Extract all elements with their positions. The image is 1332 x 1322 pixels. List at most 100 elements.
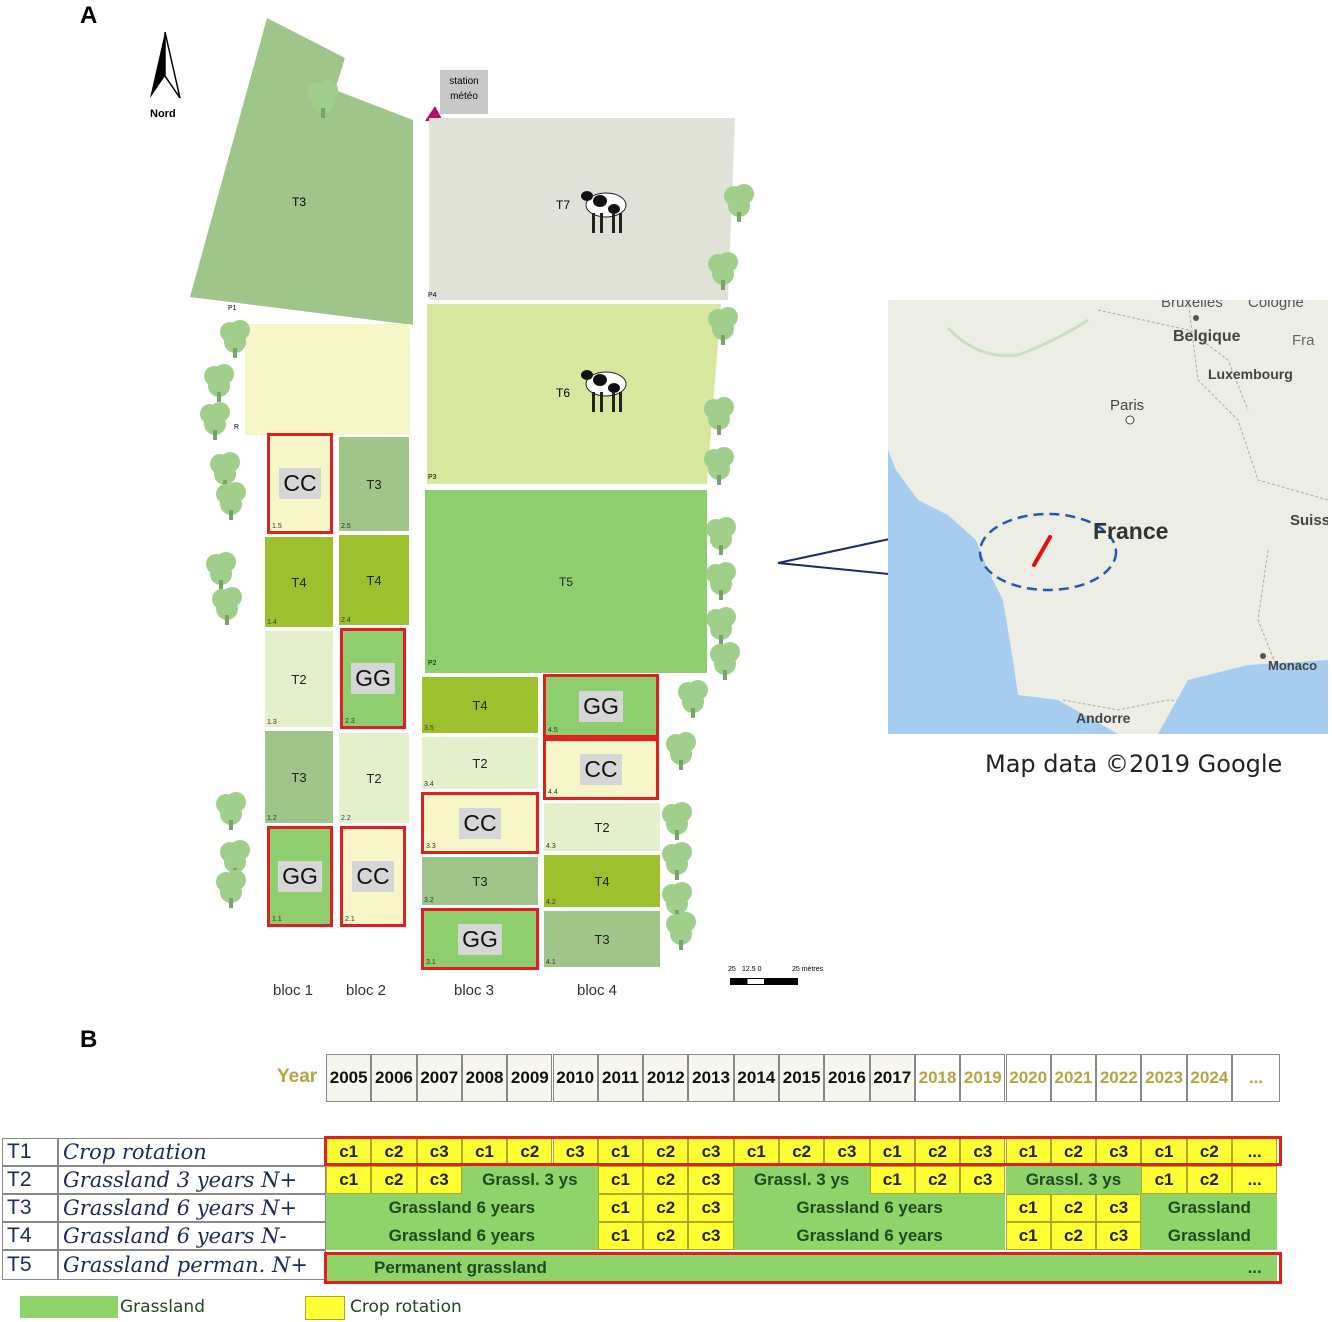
plot-number: 1.4 [267,619,277,626]
map-credit: Map data ©2019 Google [985,750,1283,778]
t1-cell: c3 [960,1138,1006,1166]
year-cell: 2011 [597,1054,644,1102]
t4-cell: c2 [643,1222,689,1250]
t2-cell: c1 [1141,1166,1187,1194]
plot-label: T3 [594,931,610,947]
tree-icon [702,395,736,442]
scale-left-label: 25 [728,966,736,973]
t1-cell: c2 [1186,1138,1232,1166]
t1-cell: c1 [1005,1138,1051,1166]
row-id-t3: T3 [2,1194,58,1222]
plot-number: 3.5 [424,725,434,732]
plot-number: 4.3 [546,843,556,850]
station-marker-icon [425,106,443,121]
plot-number: 2.3 [345,718,355,725]
row-name-t5: Grassland perman. N+ [58,1250,326,1280]
tree-icon [198,400,232,447]
legend-grassland-label: Grassland [120,1297,205,1317]
plot-label: T2 [291,671,307,687]
plot-label: T3 [291,769,307,785]
plot-number: 4.5 [548,727,558,734]
plot-1-4: T4 1.4 [264,536,334,628]
year-cell: 2017 [869,1054,915,1102]
t2-cell: c2 [1186,1166,1232,1194]
year-cell: 2012 [643,1054,689,1102]
tree-icon [660,840,694,887]
year-cell: 2015 [779,1054,825,1102]
tree-icon [664,730,698,777]
year-cell: 2013 [688,1054,734,1102]
t2-cell: Grassl. 3 ys [733,1166,870,1194]
legend-grassland-swatch [20,1296,118,1318]
tree-icon [202,362,236,409]
year-cell: 2007 [416,1054,462,1102]
plot-label: CC [580,753,622,785]
p3-label: P3 [428,474,437,481]
plot-label: CC [352,861,394,892]
t1-cell: c3 [688,1138,734,1166]
t1-cell: c3 [416,1138,462,1166]
year-label: Year [277,1066,318,1087]
t4-cell: Grassland 6 years [733,1222,1006,1250]
legend-crop-label: Crop rotation [350,1297,462,1317]
year-cell: 2022 [1096,1054,1142,1102]
year-cell: 2019 [960,1054,1006,1102]
plot-number: 1.2 [267,815,277,822]
field-t6-label: T6 [556,386,571,400]
year-cell: 2006 [371,1054,417,1102]
year-cell: 2020 [1005,1054,1051,1102]
t4-cell: c1 [1005,1222,1051,1250]
tree-icon [706,250,740,297]
tree-icon [214,790,248,837]
t5-cell: Permanent grassland [326,1254,1232,1282]
t4-cell: Grassland 6 years [326,1222,598,1250]
row-id-t5: T5 [2,1250,58,1280]
year-cell: 2010 [552,1054,598,1102]
tree-icon [660,880,694,927]
plot-1-2: T3 1.2 [264,730,334,824]
t1-cell: c1 [461,1138,508,1166]
t3-cell: Grassland 6 years [733,1194,1006,1222]
map-label-cologne: Cologne [1248,300,1304,311]
t3-cell: c3 [1096,1194,1142,1222]
plot-label: CC [279,468,321,499]
tree-icon [708,640,742,687]
france-map: Bruxelles Cologne Belgique Fra Luxembour… [888,300,1328,734]
year-cell: 2023 [1141,1054,1187,1102]
plot-number: 4.2 [546,899,556,906]
north-label: Nord [150,108,176,120]
row-id-t4: T4 [2,1222,58,1250]
year-cell: 2014 [733,1054,779,1102]
map-label-andorre: Andorre [1076,710,1131,726]
plot-label: T4 [366,572,382,588]
t5-cell: ... [1232,1254,1278,1282]
year-cell: 2016 [824,1054,870,1102]
tree-icon [704,560,738,607]
plot-label: T4 [291,574,307,590]
year-cell: 2024 [1186,1054,1232,1102]
cow-icon [581,370,627,412]
tree-icon [664,910,698,957]
scale-mid-label: 12.5 0 [742,966,762,973]
bloc-label-3: bloc 3 [454,982,495,999]
t2-cell: c3 [688,1166,734,1194]
tree-icon [218,318,252,365]
plot-label: T2 [366,770,382,786]
t3-cell: Grassland 6 years [326,1194,598,1222]
plot-number: 2.4 [341,617,351,624]
row-name-t3: Grassland 6 years N+ [58,1194,326,1222]
tree-icon [214,868,248,915]
tree-icon [702,445,736,492]
plot-number: 1.3 [267,719,277,726]
t4-cell: Grassland [1141,1222,1278,1250]
